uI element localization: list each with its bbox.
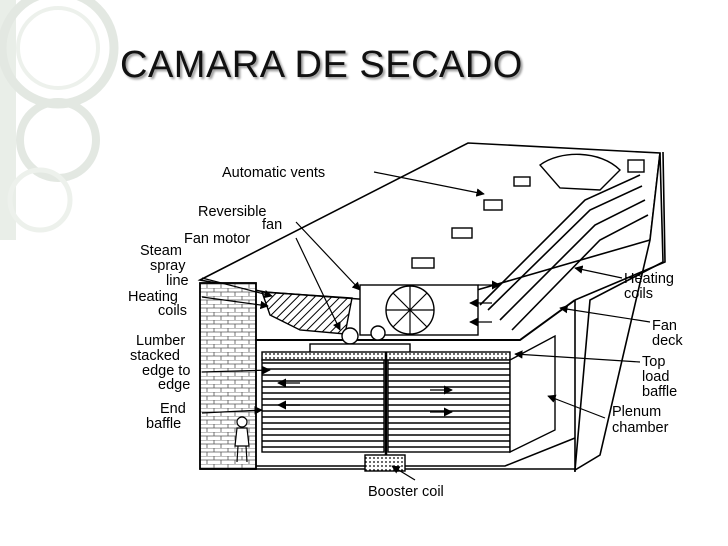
label-fan: fan bbox=[262, 217, 282, 233]
label-reversible: Reversible bbox=[198, 204, 267, 220]
label-fan-motor: Fan motor bbox=[184, 231, 250, 247]
leader-lines bbox=[201, 171, 651, 481]
slide-title: CAMARA DE SECADO bbox=[120, 44, 523, 86]
label-edge-to: edge to bbox=[142, 363, 190, 379]
label-stacked: stacked bbox=[130, 348, 180, 364]
callout-labels: Automatic vents Reversible fan Fan motor… bbox=[128, 165, 683, 500]
label-coils-right: coils bbox=[624, 286, 653, 302]
label-booster-coil: Booster coil bbox=[368, 484, 444, 500]
label-plenum: Plenum bbox=[612, 404, 661, 420]
label-line: line bbox=[166, 273, 189, 289]
label-end: End bbox=[160, 401, 186, 417]
label-chamber: chamber bbox=[612, 420, 669, 436]
label-deck: deck bbox=[652, 333, 683, 349]
label-heating-left: Heating bbox=[128, 289, 178, 305]
label-fan-right: Fan bbox=[652, 318, 677, 334]
label-edge: edge bbox=[158, 377, 190, 393]
label-load: load bbox=[642, 369, 669, 385]
kiln-structure bbox=[197, 142, 666, 472]
decorative-circles bbox=[0, 0, 119, 240]
label-top: Top bbox=[642, 354, 665, 370]
interior bbox=[234, 153, 649, 472]
label-heating-right: Heating bbox=[624, 271, 674, 287]
label-baffle: baffle bbox=[146, 416, 181, 432]
label-spray: spray bbox=[150, 258, 186, 274]
label-coils-left: coils bbox=[158, 303, 187, 319]
airflow-arrows bbox=[277, 280, 501, 417]
label-baffle-right: baffle bbox=[642, 384, 677, 400]
label-lumber: Lumber bbox=[136, 333, 185, 349]
label-automatic-vents: Automatic vents bbox=[222, 165, 325, 181]
label-steam: Steam bbox=[140, 243, 182, 259]
